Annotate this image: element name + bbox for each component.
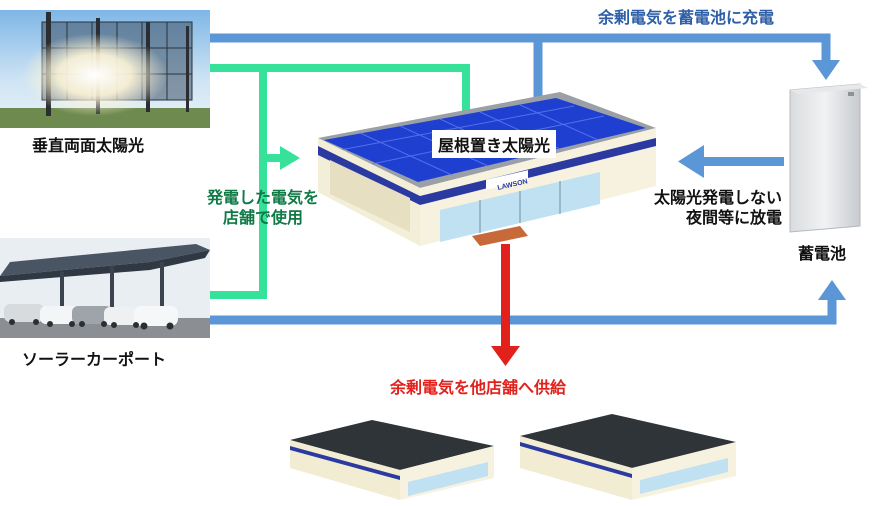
use-in-store-label: 発電した電気を 店舗で使用 bbox=[188, 188, 338, 228]
rooftop-label: 屋根置き太陽光 bbox=[432, 130, 557, 158]
use-in-store-arrowhead bbox=[280, 146, 300, 170]
carport-label: ソーラーカーポート bbox=[22, 350, 167, 369]
convenience-store-illustration bbox=[318, 92, 656, 246]
carport-to-battery-arrowhead bbox=[818, 280, 846, 300]
vertical-solar-photo bbox=[0, 10, 210, 128]
use-in-store-arrow bbox=[210, 64, 470, 299]
carport-to-battery-arrow bbox=[210, 298, 837, 325]
solar-carport-photo bbox=[0, 238, 210, 338]
discharge-flow-label: 太陽光発電しない 夜間等に放電 bbox=[634, 188, 782, 228]
charge-arrowhead bbox=[812, 60, 840, 80]
charge-flow-label: 余剰電気を蓄電池に充電 bbox=[598, 8, 775, 27]
small-store-illustration bbox=[520, 414, 736, 500]
use-in-store-label-line2: 店舗で使用 bbox=[222, 208, 303, 227]
discharge-label-line2: 夜間等に放電 bbox=[685, 208, 782, 227]
use-in-store-label-line1: 発電した電気を bbox=[206, 188, 319, 207]
discharge-label-line1: 太陽光発電しない bbox=[653, 188, 782, 207]
small-store-illustration bbox=[290, 420, 494, 500]
vertical-pv-label: 垂直両面太陽光 bbox=[32, 136, 145, 155]
discharge-arrow bbox=[678, 145, 784, 178]
supply-arrow bbox=[491, 244, 520, 366]
supply-flow-label: 余剰電気を他店舗へ供給 bbox=[390, 378, 567, 397]
battery-cabinet-illustration bbox=[789, 83, 868, 233]
battery-label: 蓄電池 bbox=[798, 244, 847, 263]
